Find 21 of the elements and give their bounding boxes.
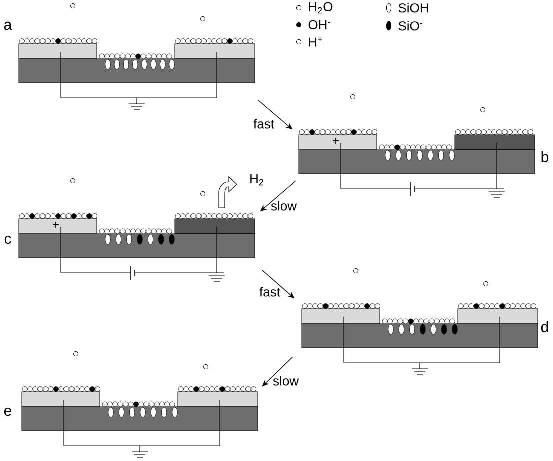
polarity-sign: + xyxy=(333,138,339,144)
gas-label: H$_{2}$ xyxy=(250,174,264,186)
legend-label: SiOH xyxy=(398,3,428,13)
edge-label: fast xyxy=(260,287,280,297)
panel-letter: b xyxy=(542,152,549,162)
panel-letter: c xyxy=(4,236,12,244)
panel-letter: e xyxy=(4,408,12,416)
electrode-device-drawing xyxy=(302,268,538,376)
edge-label: fast xyxy=(254,119,274,129)
electrode-device-drawing xyxy=(22,352,258,458)
polarity-sign: + xyxy=(53,222,59,228)
edge-label: slow xyxy=(271,201,298,211)
legend-label: H$_{2}$O xyxy=(309,2,333,14)
panel-letter: d xyxy=(541,322,548,332)
legend-label: SiO$^{-}$ xyxy=(398,21,422,31)
electrode-device-drawing xyxy=(18,4,256,110)
legend-label: OH$^{-}$ xyxy=(308,20,330,30)
legend-label: H$^{+}$ xyxy=(309,37,322,47)
edge-label: slow xyxy=(273,376,300,386)
electrode-device-drawing xyxy=(298,94,536,198)
panel-letter: a xyxy=(4,22,12,30)
